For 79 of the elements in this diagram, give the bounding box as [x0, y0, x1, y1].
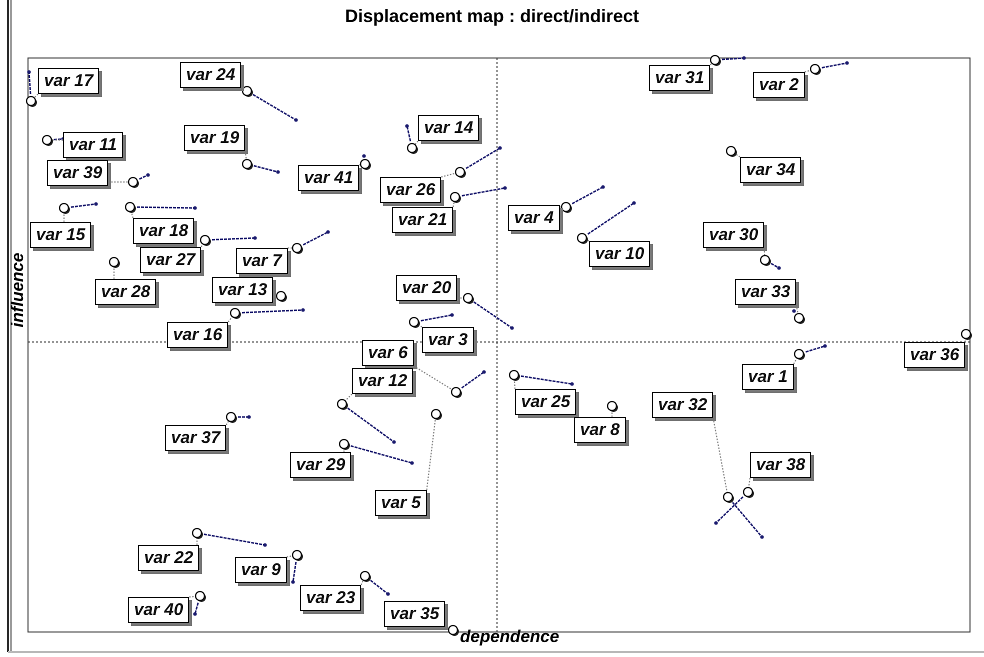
- leader-line: [26, 94, 38, 108]
- leader-line: [408, 316, 422, 329]
- leader-line: [58, 202, 71, 222]
- leader-line: [359, 158, 372, 171]
- variable-label: var 13: [212, 277, 274, 303]
- leader-line: [576, 232, 590, 245]
- variable-label: var 25: [515, 389, 576, 415]
- variable-label: var 15: [30, 222, 92, 248]
- variable-label: var 5: [375, 490, 427, 516]
- variable-label: var 31: [649, 65, 710, 91]
- variable-label: var 14: [418, 115, 480, 141]
- variable-label: var 21: [392, 207, 454, 233]
- variable-label: var 28: [95, 279, 156, 305]
- leader-line: [457, 292, 475, 305]
- variable-label: var 35: [384, 601, 446, 627]
- leader-line: [441, 166, 467, 179]
- variable-label: var 9: [235, 557, 287, 583]
- axis-title: dependence: [460, 627, 560, 647]
- axis-title: influence: [8, 252, 28, 330]
- leader-line: [742, 478, 755, 499]
- leader-line: [192, 528, 204, 545]
- variable-label: var 3: [422, 327, 474, 353]
- leader-line: [406, 140, 419, 155]
- variable-label: var 41: [298, 165, 360, 191]
- leader-line: [560, 202, 573, 214]
- leader-line: [450, 192, 462, 208]
- leader-line: [726, 146, 740, 158]
- variable-label: var 24: [180, 62, 242, 88]
- leader-line: [240, 86, 254, 98]
- variable-label: var 39: [47, 160, 108, 186]
- leader-line: [228, 308, 242, 322]
- variable-label: var 1: [742, 364, 794, 390]
- variable-label: var 32: [652, 392, 714, 418]
- variable-label: var 20: [396, 275, 458, 301]
- variable-label: var 18: [133, 218, 194, 244]
- variable-label: var 30: [703, 222, 764, 248]
- variable-label: var 33: [735, 279, 796, 305]
- variable-label: var 26: [380, 177, 442, 203]
- leader-line: [338, 438, 351, 452]
- variable-label: var 22: [138, 545, 200, 571]
- leader-line: [793, 348, 806, 364]
- variable-label: var 19: [184, 125, 246, 151]
- leader-line: [200, 234, 212, 248]
- leader-line: [710, 54, 722, 67]
- leader-line: [804, 64, 822, 76]
- chart-title: Displacement map : direct/indirect: [344, 6, 640, 27]
- variable-label: var 6: [362, 340, 414, 366]
- variable-label: var 2: [753, 72, 805, 98]
- variable-label: var 37: [165, 425, 226, 451]
- variable-label: var 27: [140, 247, 202, 273]
- variable-label: var 16: [167, 322, 228, 348]
- variable-label: var 34: [740, 157, 802, 183]
- leader-line: [960, 328, 973, 342]
- leader-line: [426, 408, 443, 490]
- variable-label: var 8: [574, 417, 626, 443]
- variable-label: var 23: [300, 585, 362, 611]
- leader-line: [124, 202, 137, 218]
- leader-line: [336, 394, 352, 411]
- variable-label: var 12: [352, 368, 414, 394]
- variable-label: var 10: [589, 241, 650, 267]
- leader-line: [226, 412, 238, 426]
- variable-label: var 7: [236, 248, 288, 274]
- leader-line: [42, 134, 63, 147]
- leader-line: [286, 550, 304, 562]
- leader-line: [273, 290, 288, 303]
- variable-label: var 36: [904, 342, 966, 368]
- leader-line: [108, 256, 121, 279]
- variable-label: var 38: [750, 452, 812, 478]
- leader-line: [508, 370, 521, 390]
- leader-line: [606, 400, 619, 417]
- variable-label: var 17: [38, 68, 100, 94]
- leader-line: [360, 570, 372, 586]
- leader-line: [189, 590, 207, 603]
- leader-line: [288, 242, 304, 255]
- variable-label: var 29: [290, 452, 352, 478]
- variable-label: var 40: [128, 597, 190, 623]
- variable-label: var 11: [63, 132, 123, 158]
- variable-label: var 4: [508, 205, 560, 231]
- leader-line: [108, 176, 140, 189]
